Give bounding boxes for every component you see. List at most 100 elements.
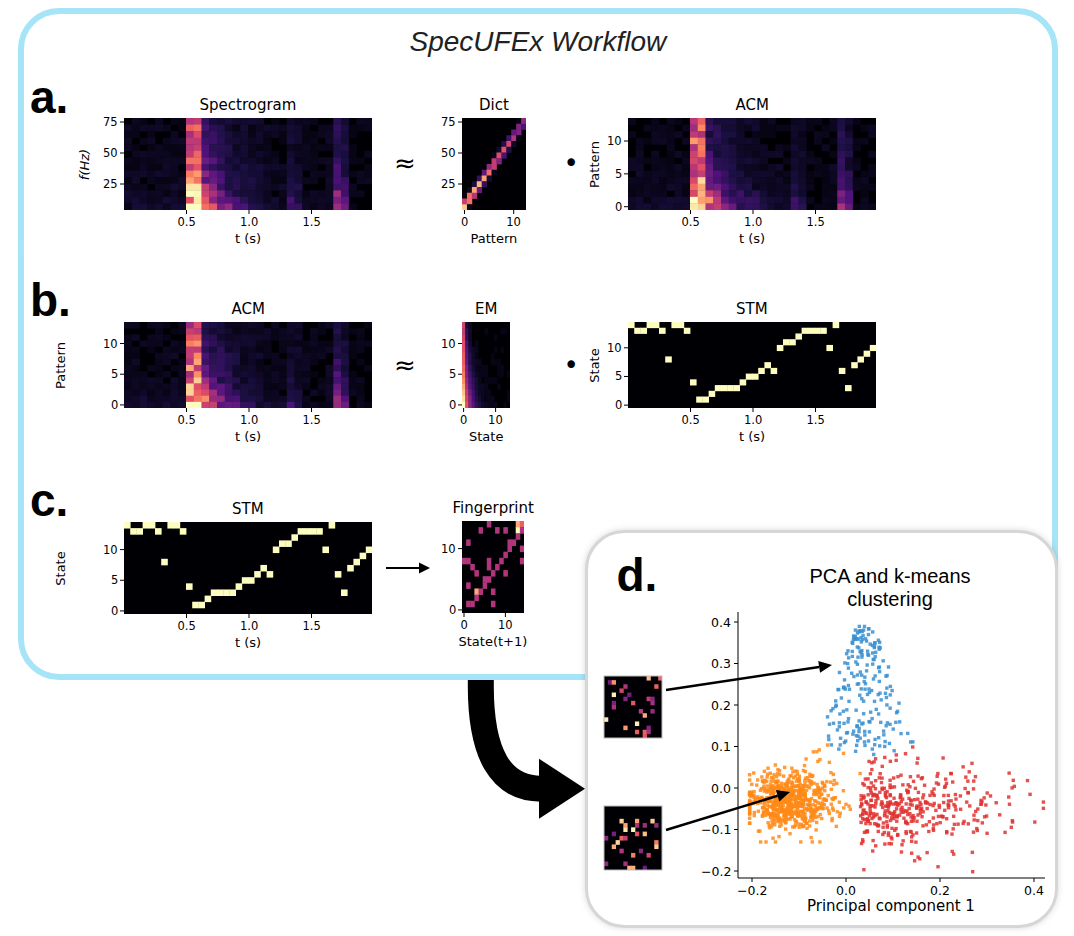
heatmap-cell (477, 176, 482, 182)
heatmap-cell (279, 138, 287, 145)
heatmap-cell (295, 340, 303, 347)
heatmap-cell (737, 203, 745, 210)
heatmap-cell (667, 144, 675, 151)
heatmap-cell (287, 144, 295, 151)
heatmap-cell (248, 334, 256, 341)
heatmap-cell (507, 539, 512, 546)
heatmap-cell (830, 203, 838, 210)
heatmap-cell (264, 144, 272, 151)
heatmap-cell (248, 371, 256, 378)
heatmap-cell (225, 157, 233, 164)
heatmap-cell (186, 190, 194, 197)
heatmap-cell (194, 334, 202, 341)
heatmap-cell (256, 359, 264, 366)
heatmap-cell (752, 118, 760, 125)
heatmap-cell (202, 197, 210, 204)
heatmap-cell (132, 322, 140, 329)
heatmap-cell (209, 371, 217, 378)
heatmap-cell (271, 328, 279, 335)
data-point (798, 774, 801, 777)
heatmap-cell (202, 164, 210, 171)
heatmap-cell (194, 171, 202, 178)
heatmap-cell (264, 171, 272, 178)
data-point (793, 818, 796, 821)
heatmap-cell (302, 197, 310, 204)
heatmap-cell (155, 334, 163, 341)
heatmap-cell (651, 190, 659, 197)
heatmap-cell (271, 390, 279, 397)
heatmap-cell (302, 340, 310, 347)
heatmap-cell (853, 138, 861, 145)
heatmap-cell (857, 356, 864, 362)
heatmap-cell (217, 334, 225, 341)
heatmap-cell (468, 396, 472, 403)
heatmap-cell (636, 171, 644, 178)
data-point (836, 810, 839, 813)
heatmap-cell (217, 151, 225, 158)
heatmap-ground (124, 522, 372, 614)
heatmap-cell (659, 328, 666, 334)
heatmap-plot (458, 118, 526, 214)
heatmap-cell (721, 385, 728, 391)
heatmap-cell (279, 131, 287, 138)
heatmap-cell (861, 171, 869, 178)
heatmap-cell (465, 340, 469, 347)
heatmap-cell (682, 157, 690, 164)
heatmap-cell (318, 340, 326, 347)
heatmap-cell (260, 565, 267, 572)
heatmap-cell (698, 125, 706, 132)
heatmap-cell (729, 131, 737, 138)
heatmap-cell (209, 144, 217, 151)
heatmap-cell (202, 125, 210, 132)
heatmap-cell (248, 171, 256, 178)
heatmap-cell (744, 203, 752, 210)
heatmap-cell (163, 177, 171, 184)
heatmap-cell (295, 151, 303, 158)
heatmap-cell (295, 359, 303, 366)
data-point (784, 782, 787, 785)
heatmap-cell (659, 138, 667, 145)
heatmap-cell (737, 164, 745, 171)
heatmap-cell (478, 383, 482, 390)
heatmap-cell (240, 177, 248, 184)
heatmap-cell (839, 368, 846, 374)
heatmap-cell (310, 157, 318, 164)
heatmap-cell (364, 118, 372, 125)
heatmap-cell (186, 203, 194, 210)
heatmap-cell (217, 377, 225, 384)
heatmap-cell (186, 328, 194, 335)
heatmap-cell (830, 197, 838, 204)
heatmap-cell (516, 130, 521, 136)
heatmap-cell (768, 151, 776, 158)
heatmap-cell (768, 184, 776, 191)
heatmap-cell (287, 157, 295, 164)
heatmap-cell (845, 138, 853, 145)
heatmap-cell (217, 396, 225, 403)
heatmap-cell (240, 184, 248, 191)
heatmap-cell (833, 322, 840, 328)
heatmap-cell (333, 371, 341, 378)
heatmap-cell (295, 334, 303, 341)
data-point (784, 821, 787, 824)
heatmap-cell (271, 131, 279, 138)
heatmap-cell (132, 164, 140, 171)
heatmap-cell (240, 377, 248, 384)
heatmap-cell (225, 184, 233, 191)
heatmap-cell (690, 125, 698, 132)
heatmap-cell (326, 396, 334, 403)
heatmap-cell (132, 131, 140, 138)
data-point (763, 779, 766, 782)
heatmap-cell (520, 558, 524, 565)
heatmap-cell (675, 177, 683, 184)
heatmap-cell (651, 118, 659, 125)
heatmap-cell (651, 197, 659, 204)
tick-marks (458, 344, 496, 413)
heatmap-cell (225, 144, 233, 151)
heatmap-cell (470, 564, 475, 571)
heatmap-cell (217, 390, 225, 397)
heatmap-cell (853, 164, 861, 171)
heatmap-cell (472, 365, 476, 372)
flow-arrow (481, 680, 585, 819)
heatmap-cell (783, 184, 791, 191)
heatmap-cell (696, 397, 703, 403)
